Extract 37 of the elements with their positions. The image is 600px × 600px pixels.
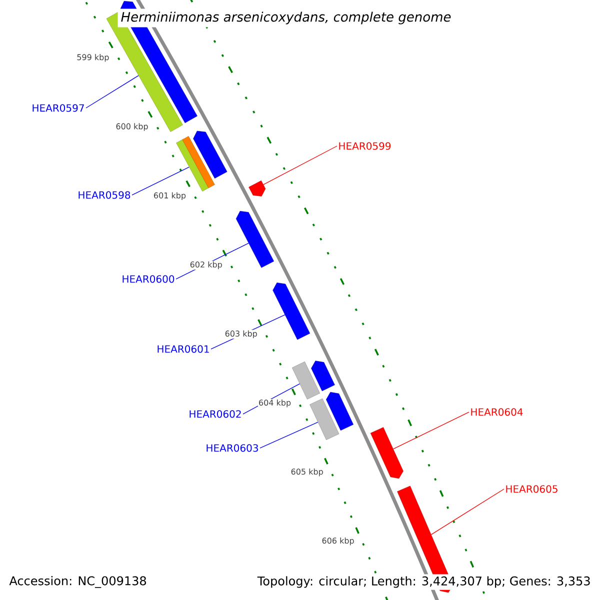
scale-label: 599 kbp [76, 54, 110, 62]
gene-label: HEAR0597 [32, 104, 84, 112]
accession-label: Accession: NC_009138 [7, 574, 149, 590]
scale-label: 600 kbp [115, 122, 149, 132]
scale-label: 601 kbp [152, 192, 187, 200]
scale-label: 606 kbp [321, 536, 355, 546]
gene-feature [326, 392, 354, 431]
scale-label: 604 kbp [258, 398, 292, 408]
gene-feature [193, 130, 228, 178]
gene-label: HEAR0603 [206, 444, 258, 452]
leader-line [263, 146, 338, 185]
gene-feature [311, 360, 335, 392]
gene-bar [292, 362, 320, 400]
genome-info-label: Topology: circular; Length: 3,424,307 bp; Genes: 3,353 [255, 574, 593, 590]
gene-label: HEAR0602 [190, 410, 241, 418]
scale-label: 605 kbp [290, 468, 324, 477]
leader-line [132, 166, 190, 196]
gene-feature [248, 180, 266, 196]
gene-label: HEAR0598 [78, 191, 130, 199]
gene-bar [182, 136, 215, 188]
leader-line [392, 412, 470, 450]
gene-feature [272, 282, 310, 340]
gene-label: HEAR0600 [122, 275, 174, 283]
gene-bar [176, 139, 209, 192]
gene-feature [370, 427, 404, 479]
gene-feature [236, 211, 274, 268]
gene-label: HEAR0605 [506, 485, 558, 493]
gene-label: HEAR0599 [339, 142, 391, 150]
leader-line [430, 488, 504, 535]
title: Herminiimonas arsenicoxydans, complete genome [118, 8, 454, 28]
gene-label: HEAR0604 [471, 408, 523, 416]
leader-line [260, 422, 318, 448]
scale-label: 603 kbp [224, 330, 258, 339]
scale-label: 602 kbp [189, 260, 223, 270]
leader-line [86, 75, 139, 108]
gene-label: HEAR0601 [158, 345, 209, 353]
gene-bar [310, 398, 340, 440]
